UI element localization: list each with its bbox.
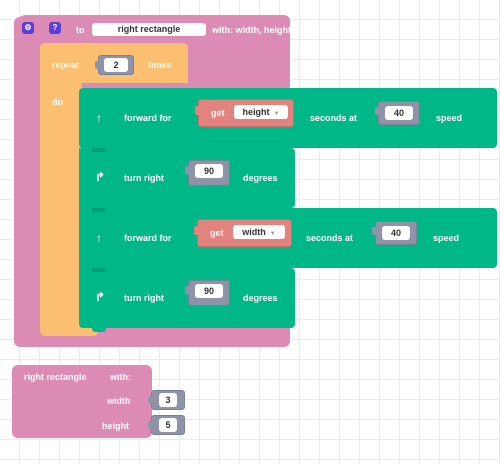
speed-slot[interactable]: 40 xyxy=(372,221,417,245)
repeat-left-arm xyxy=(40,83,82,326)
block-notch xyxy=(92,328,106,332)
speed-slot[interactable]: 40 xyxy=(375,101,420,125)
speed-label: speed xyxy=(433,233,460,243)
gear-icon[interactable]: ⚙ xyxy=(22,22,34,34)
help-icon[interactable]: ? xyxy=(49,22,61,34)
variable-name: width xyxy=(242,227,266,237)
arg-height-slot[interactable]: 5 xyxy=(148,415,185,435)
get-variable-block[interactable]: get width▼ xyxy=(194,219,292,247)
variable-dropdown[interactable]: height▼ xyxy=(234,105,288,119)
degrees-input[interactable]: 90 xyxy=(195,164,223,178)
repeat-count-input[interactable]: 2 xyxy=(104,58,128,72)
arrow-up-icon: ↑ xyxy=(96,111,102,125)
block-notch xyxy=(92,208,106,212)
call-function-name: right rectangle xyxy=(24,372,87,382)
block-notch xyxy=(92,148,106,152)
degrees-label: degrees xyxy=(243,293,278,303)
turn-right-icon: ↱ xyxy=(95,290,106,304)
turn-right-block[interactable] xyxy=(79,268,295,328)
chevron-down-icon: ▼ xyxy=(273,111,280,117)
degrees-slot[interactable]: 90 xyxy=(185,280,230,306)
speed-label: speed xyxy=(436,113,463,123)
arg-height-label: height xyxy=(102,421,129,431)
variable-name: height xyxy=(242,107,270,117)
arrow-up-icon: ↑ xyxy=(96,231,102,245)
variable-dropdown[interactable]: width▼ xyxy=(233,225,285,239)
arg-width-slot[interactable]: 3 xyxy=(148,390,185,410)
forward-for-label: forward for xyxy=(124,113,172,123)
speed-input[interactable]: 40 xyxy=(382,226,410,240)
forward-for-label: forward for xyxy=(124,233,172,243)
function-name-field[interactable]: right rectangle xyxy=(92,23,206,36)
get-variable-block[interactable]: get height▼ xyxy=(195,99,294,127)
arg-height-input[interactable]: 5 xyxy=(159,418,177,432)
define-footer xyxy=(14,333,290,346)
block-notch xyxy=(92,268,106,272)
repeat-label: repeat xyxy=(52,60,80,70)
chevron-down-icon: ▼ xyxy=(269,231,276,237)
arg-width-input[interactable]: 3 xyxy=(159,393,177,407)
define-params-label: with: width, height xyxy=(212,25,291,35)
call-function-block[interactable] xyxy=(12,365,152,438)
degrees-input[interactable]: 90 xyxy=(195,284,223,298)
turn-right-label: turn right xyxy=(124,293,164,303)
degrees-slot[interactable]: 90 xyxy=(185,160,230,186)
turn-right-block[interactable] xyxy=(79,148,295,208)
degrees-label: degrees xyxy=(243,173,278,183)
repeat-times-label: times xyxy=(148,60,172,70)
repeat-do-label: do xyxy=(52,97,63,107)
turn-right-icon: ↱ xyxy=(95,170,106,184)
get-label: get xyxy=(210,228,224,238)
seconds-at-label: seconds at xyxy=(306,233,354,243)
turn-right-label: turn right xyxy=(124,173,164,183)
call-with-label: with: xyxy=(110,372,131,382)
speed-input[interactable]: 40 xyxy=(385,106,413,120)
define-to-label: to xyxy=(76,25,85,35)
arg-width-label: width xyxy=(107,396,131,406)
seconds-at-label: seconds at xyxy=(310,113,358,123)
get-label: get xyxy=(211,108,225,118)
repeat-count-slot[interactable]: 2 xyxy=(95,55,134,75)
